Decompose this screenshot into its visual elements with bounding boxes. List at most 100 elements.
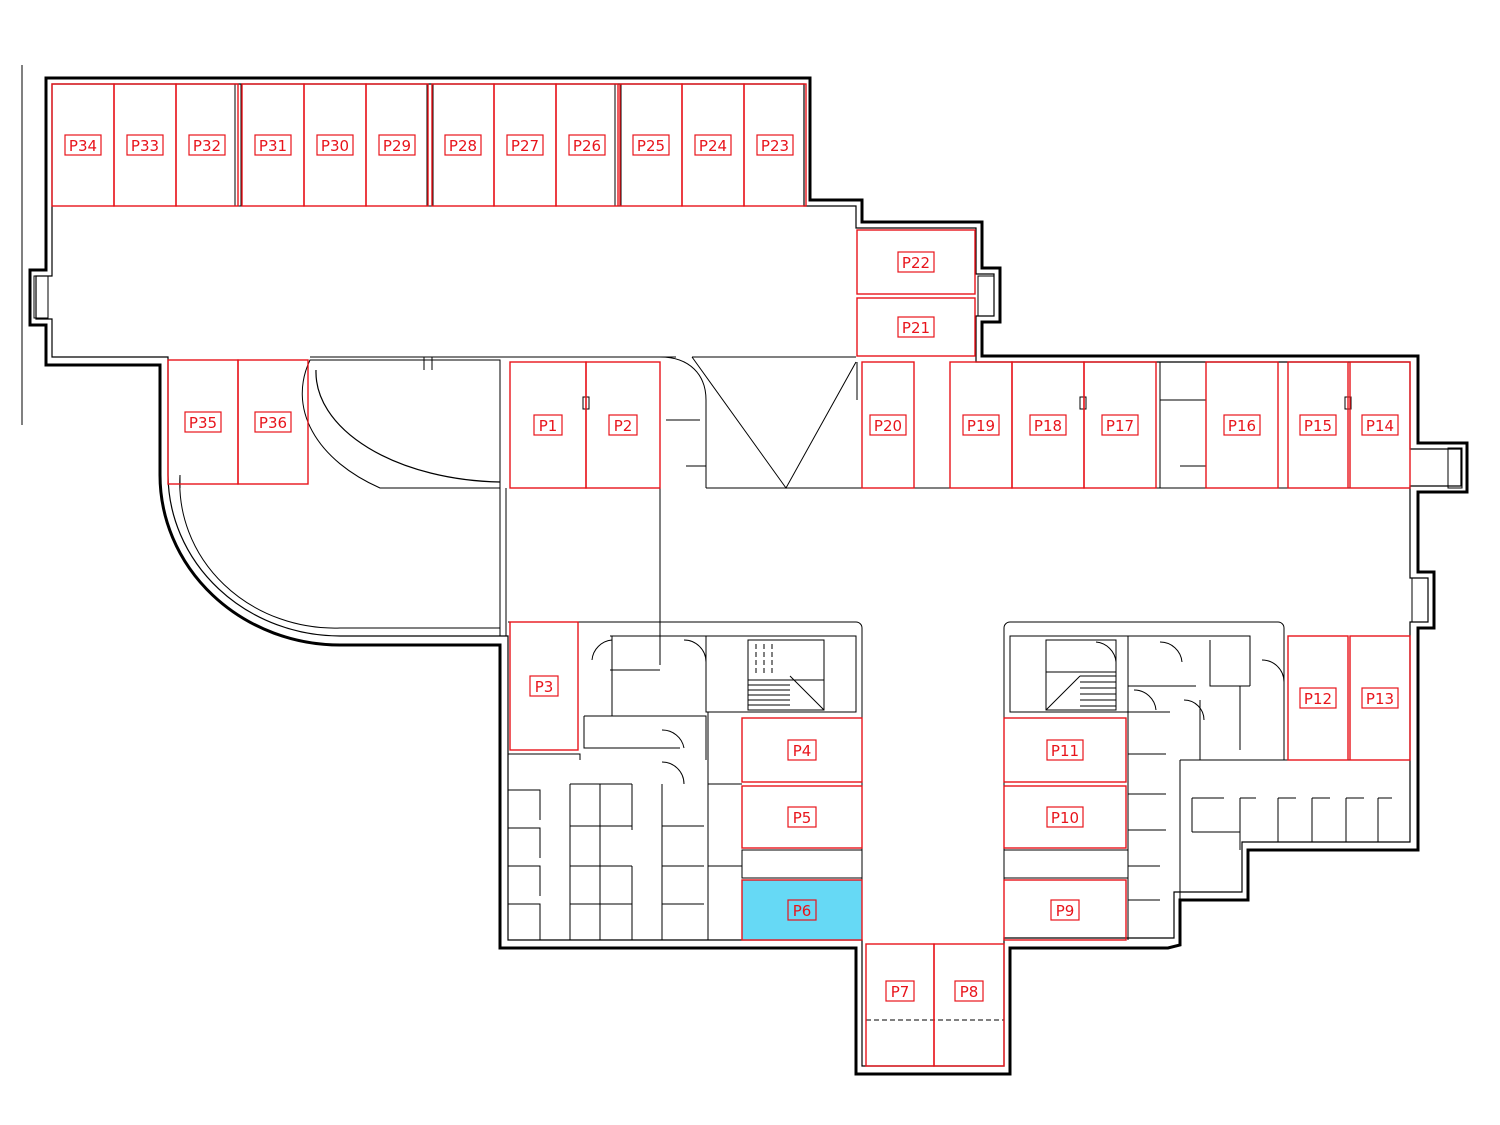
parking-space-p7[interactable]: P7 <box>865 943 935 1067</box>
parking-space-area[interactable] <box>741 717 863 783</box>
parking-space-area[interactable] <box>1349 361 1411 489</box>
space-label: P8 <box>960 983 979 1001</box>
parking-space-p34[interactable]: P34 <box>51 83 115 207</box>
parking-space-p20[interactable]: P20 <box>861 361 915 489</box>
parking-space-area[interactable] <box>1003 785 1127 849</box>
space-label: P19 <box>967 417 995 435</box>
parking-space-p10[interactable]: P10 <box>1003 785 1127 849</box>
parking-space-area[interactable] <box>237 359 309 485</box>
parking-space-area[interactable] <box>861 361 915 489</box>
parking-space-p15[interactable]: P15 <box>1287 361 1349 489</box>
space-label-box <box>378 134 416 156</box>
space-label-box <box>1223 414 1261 436</box>
parking-space-area[interactable] <box>741 785 863 849</box>
parking-space-p26[interactable]: P26 <box>555 83 619 207</box>
parking-space-area[interactable] <box>509 621 579 751</box>
parking-space-p5[interactable]: P5 <box>741 785 863 849</box>
parking-space-p36[interactable]: P36 <box>237 359 309 485</box>
parking-space-p1[interactable]: P1 <box>509 361 587 489</box>
parking-space-area[interactable] <box>856 297 976 357</box>
parking-space-p28[interactable]: P28 <box>431 83 495 207</box>
parking-space-p22[interactable]: P22 <box>856 229 976 295</box>
parking-space-p30[interactable]: P30 <box>303 83 367 207</box>
space-label-box <box>632 134 670 156</box>
space-label: P35 <box>189 414 217 432</box>
parking-space-area[interactable] <box>1205 361 1279 489</box>
parking-space-p33[interactable]: P33 <box>113 83 177 207</box>
space-label: P15 <box>1304 417 1332 435</box>
parking-space-p12[interactable]: P12 <box>1287 635 1349 761</box>
storage-stalls <box>1277 797 1392 842</box>
parking-space-area[interactable] <box>619 83 683 207</box>
utility-box <box>741 849 863 879</box>
stair-room <box>705 635 857 713</box>
space-label-box <box>1101 414 1139 436</box>
parking-space-p14[interactable]: P14 <box>1349 361 1411 489</box>
parking-space-p11[interactable]: P11 <box>1003 717 1127 783</box>
door-swing <box>591 639 613 661</box>
space-label: P25 <box>637 137 665 155</box>
parking-space-area[interactable] <box>1003 717 1127 783</box>
parking-space-p19[interactable]: P19 <box>949 361 1013 489</box>
space-label-box <box>787 806 817 828</box>
utility-box <box>1003 849 1129 879</box>
parking-space-p16[interactable]: P16 <box>1205 361 1279 489</box>
parking-space-p3[interactable]: P3 <box>509 621 579 751</box>
space-label: P32 <box>193 137 221 155</box>
parking-space-p21[interactable]: P21 <box>856 297 976 357</box>
parking-space-area[interactable] <box>585 361 661 489</box>
parking-space-p6[interactable]: P6 <box>741 879 863 941</box>
parking-space-area[interactable] <box>241 83 305 207</box>
parking-space-p13[interactable]: P13 <box>1349 635 1411 761</box>
space-label-box <box>529 675 559 697</box>
lower-ramp-curve <box>179 474 500 629</box>
space-label-box <box>954 980 984 1002</box>
parking-space-p29[interactable]: P29 <box>365 83 429 207</box>
parking-space-area[interactable] <box>949 361 1013 489</box>
parking-space-p23[interactable]: P23 <box>743 83 807 207</box>
parking-space-area[interactable] <box>1349 635 1411 761</box>
space-label-box <box>444 134 482 156</box>
parking-space-p9[interactable]: P9 <box>1003 879 1127 941</box>
parking-space-p4[interactable]: P4 <box>741 717 863 783</box>
parking-space-p25[interactable]: P25 <box>619 83 683 207</box>
parking-space-area[interactable] <box>1287 635 1349 761</box>
space-label: P22 <box>902 254 930 272</box>
parking-space-area[interactable] <box>933 943 1005 1067</box>
space-label-box <box>254 411 292 433</box>
parking-space-area[interactable] <box>431 83 495 207</box>
door-swing <box>1183 699 1205 721</box>
parking-space-p2[interactable]: P2 <box>585 361 661 489</box>
parking-space-area[interactable] <box>865 943 935 1067</box>
space-label: P11 <box>1051 742 1079 760</box>
parking-space-p8[interactable]: P8 <box>933 943 1005 1067</box>
parking-space-p35[interactable]: P35 <box>167 359 239 485</box>
parking-space-p18[interactable]: P18 <box>1011 361 1085 489</box>
parking-space-p17[interactable]: P17 <box>1083 361 1157 489</box>
space-label-box <box>1050 899 1080 921</box>
space-label: P2 <box>614 417 633 435</box>
outer-wall <box>28 76 1469 1076</box>
space-label: P29 <box>383 137 411 155</box>
ramp-curve <box>315 369 501 483</box>
space-label: P33 <box>131 137 159 155</box>
space-label: P34 <box>69 137 97 155</box>
space-label-box <box>64 134 102 156</box>
space-label-box <box>1299 414 1337 436</box>
space-label: P9 <box>1056 902 1075 920</box>
space-label: P36 <box>259 414 287 432</box>
parking-space-area[interactable] <box>856 229 976 295</box>
storage-stalls <box>661 784 704 940</box>
space-label: P21 <box>902 319 930 337</box>
parking-space-area[interactable] <box>51 83 115 207</box>
column <box>1079 396 1087 410</box>
wall-stub <box>1159 362 1206 488</box>
parking-space-area[interactable] <box>1287 361 1349 489</box>
parking-space-p24[interactable]: P24 <box>681 83 745 207</box>
corridor-wall <box>583 669 707 760</box>
space-label-box <box>787 739 817 761</box>
parking-space-p32[interactable]: P32 <box>175 83 239 207</box>
parking-space-area[interactable] <box>1003 879 1127 941</box>
parking-space-p27[interactable]: P27 <box>493 83 557 207</box>
parking-space-p31[interactable]: P31 <box>241 83 305 207</box>
